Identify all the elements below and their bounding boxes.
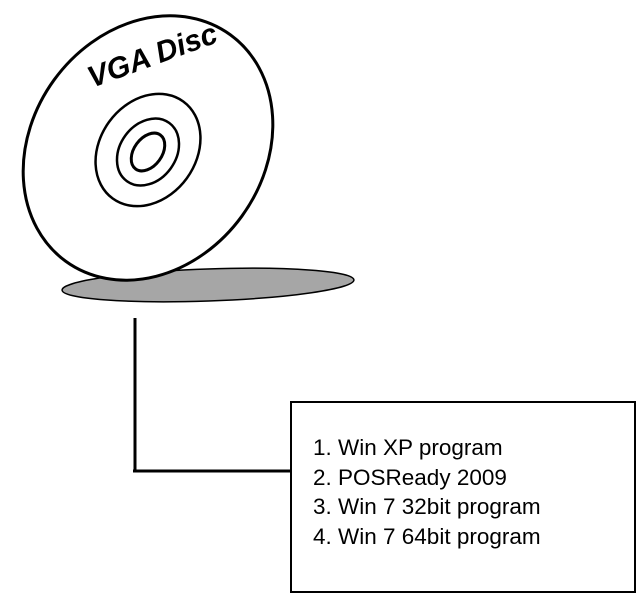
program-list: 1. Win XP program 2. POSReady 2009 3. Wi… — [313, 433, 541, 551]
disc-center-hole — [129, 131, 167, 173]
disc-outer-edge — [21, 14, 275, 282]
program-item-2: 2. POSReady 2009 — [313, 464, 507, 490]
disc-label-ring — [94, 92, 202, 208]
disc-hub-ring — [115, 117, 181, 187]
program-item-1: 1. Win XP program — [313, 435, 503, 460]
program-list-box: 1. Win XP program 2. POSReady 2009 3. Wi… — [290, 401, 636, 593]
program-item-3: 3. Win 7 32bit program — [313, 494, 541, 519]
program-item-4: 4. Win 7 64bit program — [313, 523, 541, 549]
